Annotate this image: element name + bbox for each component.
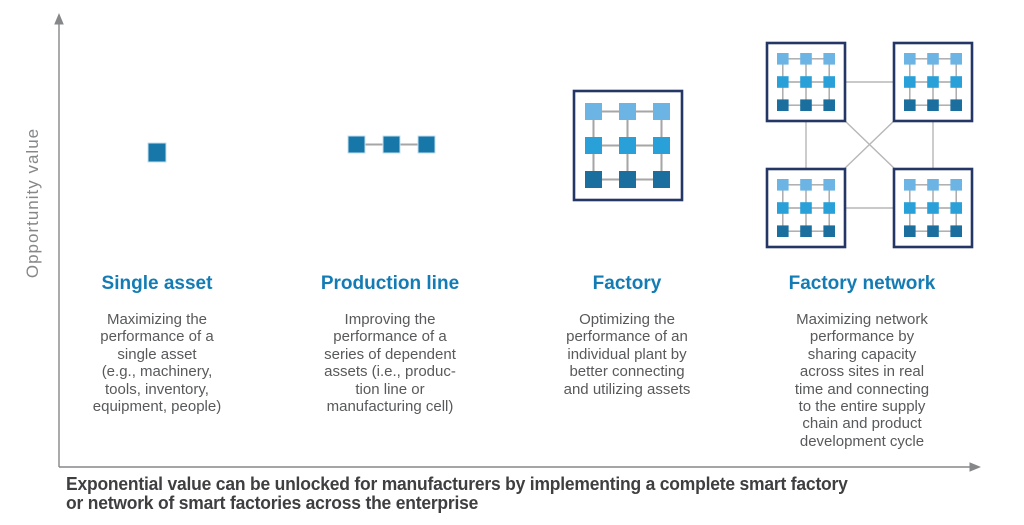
network-of-grids-icon	[765, 41, 974, 249]
grid-3x3-icon	[572, 89, 684, 202]
factory-node-top-right	[892, 41, 974, 123]
network-connector-lines	[805, 81, 934, 209]
caption: Exponential value can be unlocked for ma…	[66, 474, 848, 513]
stage-title-factory-network: Factory network	[788, 273, 936, 294]
stage-description-factory: Optimizing the performance of an individ…	[563, 311, 691, 398]
three-squares-icon	[347, 135, 436, 154]
stage-description-factory-network: Maximizing network performance by sharin…	[794, 311, 930, 450]
stage-description-single-asset: Maximizing the performance of a single a…	[92, 311, 222, 416]
y-axis	[54, 13, 64, 467]
factory-node-bottom-left	[765, 167, 847, 249]
stage-title-factory: Factory	[592, 273, 662, 294]
column-single-asset: Single asset Maximizing the performance …	[52, 273, 262, 416]
factory-node-top-left	[765, 41, 847, 123]
column-factory: Factory Optimizing the performance of an…	[522, 274, 732, 398]
column-production-line: Production line Improving the performanc…	[285, 273, 495, 416]
column-factory-network: Factory network Maximizing network perfo…	[757, 274, 967, 450]
y-axis-label: Opportunity value	[23, 127, 42, 279]
factory-node-bottom-right	[892, 167, 974, 249]
single-square-icon	[147, 142, 167, 163]
x-axis	[59, 462, 981, 472]
stage-description-production-line: Improving the performance of a series of…	[324, 311, 456, 416]
stage-title-production-line: Production line	[320, 273, 460, 294]
stage-title-single-asset: Single asset	[101, 273, 213, 294]
